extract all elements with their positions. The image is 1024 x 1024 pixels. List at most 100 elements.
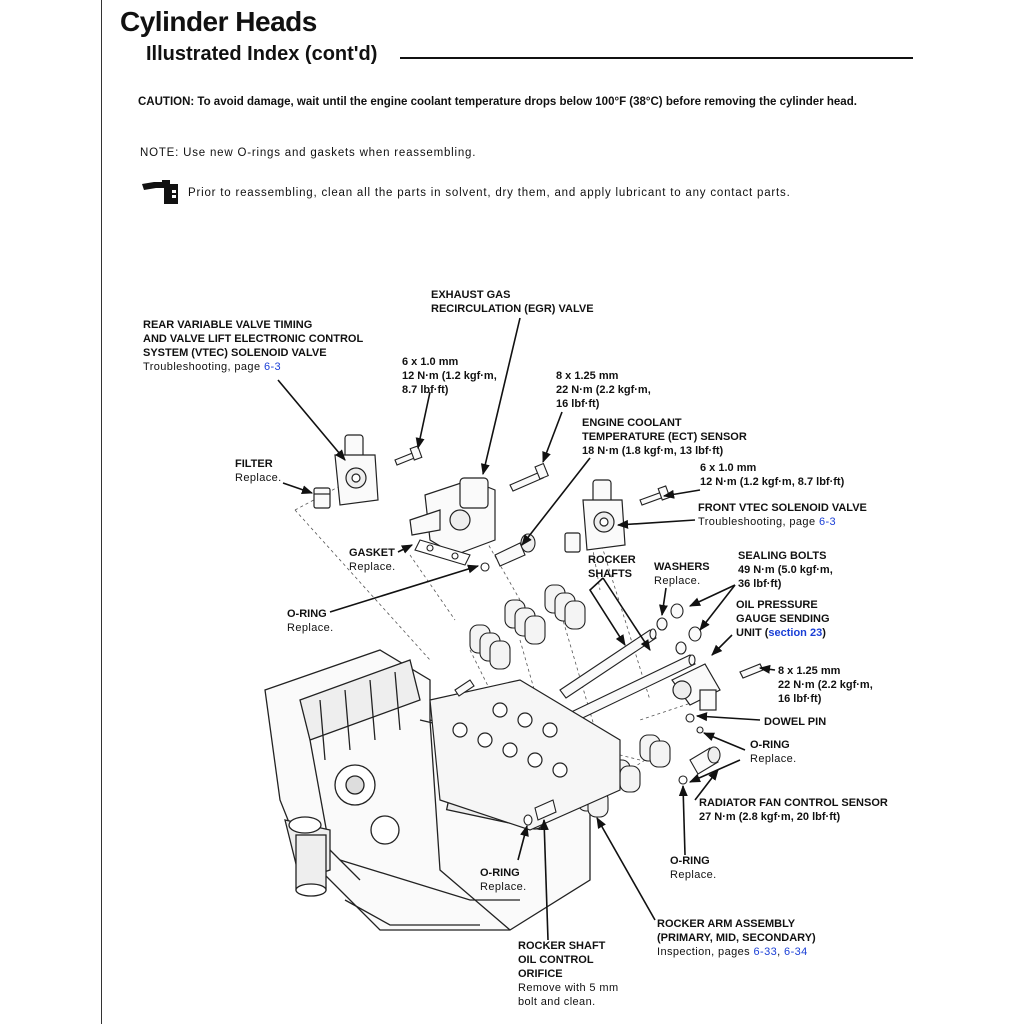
gasket-title: GASKET	[349, 547, 395, 559]
cylinder-head	[429, 679, 621, 831]
sealing-bolts-torque: 49 N·m (5.0 kgf·m,	[738, 564, 833, 576]
rocker-shafts	[559, 628, 696, 725]
note-text: NOTE: Use new O-rings and gaskets when r…	[140, 147, 477, 159]
oring-left-title: O-RING	[287, 608, 327, 620]
label-rocker-arm-assembly: ROCKER ARM ASSEMBLY (PRIMARY, MID, SECON…	[657, 918, 816, 958]
rear-vtec-page-link[interactable]: 6-3	[263, 361, 282, 373]
label-oring-right: O-RING Replace.	[750, 738, 797, 766]
rocker-shafts-line1: ROCKER	[588, 554, 636, 566]
oil-pressure-section-link[interactable]: section 23	[768, 627, 823, 639]
rear-vtec-line2: AND VALVE LIFT ELECTRONIC CONTROL	[143, 333, 364, 345]
oring-right-title: O-RING	[750, 739, 790, 751]
oring-right-note: Replace.	[750, 753, 797, 765]
lubricant-icon	[142, 180, 178, 204]
label-radiator-fan-sensor: RADIATOR FAN CONTROL SENSOR 27 N·m (2.8 …	[699, 796, 888, 824]
oil-pressure-line1: OIL PRESSURE	[736, 599, 818, 611]
label-sealing-bolts: SEALING BOLTS 49 N·m (5.0 kgf·m, 36 lbf·…	[738, 549, 833, 591]
bolt-center-torque: 22 N·m (2.2 kgf·m,	[556, 384, 651, 396]
orifice-note1: Remove with 5 mm	[518, 982, 619, 994]
gasket-note: Replace.	[349, 561, 396, 573]
oil-pressure-line3-end: )	[822, 627, 826, 639]
rear-vtec-solenoid	[334, 434, 379, 506]
ect-line1: ENGINE COOLANT	[582, 417, 682, 429]
label-front-vtec: FRONT VTEC SOLENOID VALVE Troubleshootin…	[698, 501, 867, 529]
rear-vtec-note: Troubleshooting, page	[143, 361, 261, 373]
radiator-fan-title: RADIATOR FAN CONTROL SENSOR	[699, 797, 888, 809]
front-vtec-solenoid	[582, 479, 626, 551]
washers-title: WASHERS	[654, 561, 710, 573]
label-washers: WASHERS Replace.	[654, 560, 710, 588]
label-rocker-shafts: ROCKER SHAFTS	[588, 553, 636, 581]
egr-valve	[409, 477, 496, 556]
bolt-right2-size: 8 x 1.25 mm	[778, 665, 841, 677]
orifice-note2: bolt and clean.	[518, 996, 596, 1008]
sealing-bolts-torque2: 36 lbf·ft)	[738, 578, 782, 590]
bolt-right2-torque: 22 N·m (2.2 kgf·m,	[778, 679, 873, 691]
page-margin-rule	[101, 0, 102, 1024]
label-filter: FILTER Replace.	[235, 457, 282, 485]
label-oring-bottom-left: O-RING Replace.	[480, 866, 527, 894]
washers-note: Replace.	[654, 575, 701, 587]
block-bolt	[454, 679, 475, 697]
bolt-top-size: 6 x 1.0 mm	[402, 356, 459, 368]
oring-bottom-left-title: O-RING	[480, 867, 520, 879]
rocker-arm-subtitle: (PRIMARY, MID, SECONDARY)	[657, 932, 816, 944]
label-rear-vtec: REAR VARIABLE VALVE TIMING AND VALVE LIF…	[143, 318, 363, 374]
bolt-top-torque2: 8.7 lbf·ft)	[402, 384, 449, 396]
label-bolt-6x10-top: 6 x 1.0 mm 12 N·m (1.2 kgf·m, 8.7 lbf·ft…	[402, 355, 497, 397]
label-bolt-6x10-right: 6 x 1.0 mm 12 N·m (1.2 kgf·m, 8.7 lbf·ft…	[700, 461, 844, 489]
label-gasket: GASKET Replace.	[349, 546, 396, 574]
oring-bottom-right-title: O-RING	[670, 855, 710, 867]
bolt-right2-torque2: 16 lbf·ft)	[778, 693, 822, 705]
page-subtitle: Illustrated Index (cont'd)	[146, 43, 378, 65]
rocker-arms-top	[469, 584, 586, 670]
bolt-right-torque: 12 N·m (1.2 kgf·m, 8.7 lbf·ft)	[700, 476, 845, 488]
filter-note: Replace.	[235, 472, 282, 484]
rocker-shafts-line2: SHAFTS	[588, 568, 632, 580]
front-filter-part	[564, 532, 581, 553]
rear-vtec-line3: SYSTEM (VTEC) SOLENOID VALVE	[143, 347, 327, 359]
label-oring-bottom-right: O-RING Replace.	[670, 854, 717, 882]
oring-left-note: Replace.	[287, 622, 334, 634]
caution-text: CAUTION: To avoid damage, wait until the…	[138, 96, 857, 108]
rocker-arm-page-link-1[interactable]: 6-33	[753, 946, 778, 958]
oil-pressure-unit	[671, 663, 764, 711]
filter-part	[313, 487, 331, 509]
radiator-fan-torque: 27 N·m (2.8 kgf·m, 20 lbf·ft)	[699, 811, 841, 823]
front-vtec-page-link[interactable]: 6-3	[818, 516, 837, 528]
bolt-top-torque: 12 N·m (1.2 kgf·m,	[402, 370, 497, 382]
bolt-right-size: 6 x 1.0 mm	[700, 462, 757, 474]
egr-line2: RECIRCULATION (EGR) VALVE	[431, 303, 594, 315]
washers-and-sealing-bolts	[656, 603, 702, 655]
filter-title: FILTER	[235, 458, 273, 470]
oil-pressure-line3: UNIT (	[736, 627, 769, 639]
rocker-arm-title: ROCKER ARM ASSEMBLY	[657, 918, 796, 930]
front-vtec-note: Troubleshooting, page	[698, 516, 816, 528]
oil-pressure-line2: GAUGE SENDING	[736, 613, 830, 625]
egr-line1: EXHAUST GAS	[431, 289, 511, 301]
subtitle-rule	[400, 57, 913, 59]
prior-text: Prior to reassembling, clean all the par…	[188, 187, 791, 199]
front-vtec-title: FRONT VTEC SOLENOID VALVE	[698, 502, 867, 514]
orifice-line1: ROCKER SHAFT	[518, 940, 606, 952]
page-title: Cylinder Heads	[120, 6, 317, 37]
label-bolt-8x125-top: 8 x 1.25 mm 22 N·m (2.2 kgf·m, 16 lbf·ft…	[556, 369, 651, 411]
label-oil-control-orifice: ROCKER SHAFT OIL CONTROL ORIFICE Remove …	[518, 939, 619, 1009]
sealing-bolts-title: SEALING BOLTS	[738, 550, 827, 562]
bolt-top-center	[509, 462, 549, 492]
orifice-part	[523, 799, 557, 826]
egr-gasket	[414, 539, 471, 566]
label-oring-left: O-RING Replace.	[287, 607, 334, 635]
bolt-center-size: 8 x 1.25 mm	[556, 370, 619, 382]
orifice-line3: ORIFICE	[518, 968, 563, 980]
oring-bottom-right-note: Replace.	[670, 869, 717, 881]
rocker-arm-note: Inspection, pages	[657, 946, 751, 958]
orifice-line2: OIL CONTROL	[518, 954, 594, 966]
ect-torque: 18 N·m (1.8 kgf·m, 13 lbf·ft)	[582, 445, 724, 457]
dowel-pin-title: DOWEL PIN	[764, 716, 827, 728]
oring-bottom-left-note: Replace.	[480, 881, 527, 893]
label-egr: EXHAUST GAS RECIRCULATION (EGR) VALVE	[431, 288, 594, 316]
rocker-arm-page-link-2[interactable]: 6-34	[784, 946, 808, 958]
bolt-top-left	[394, 445, 423, 466]
